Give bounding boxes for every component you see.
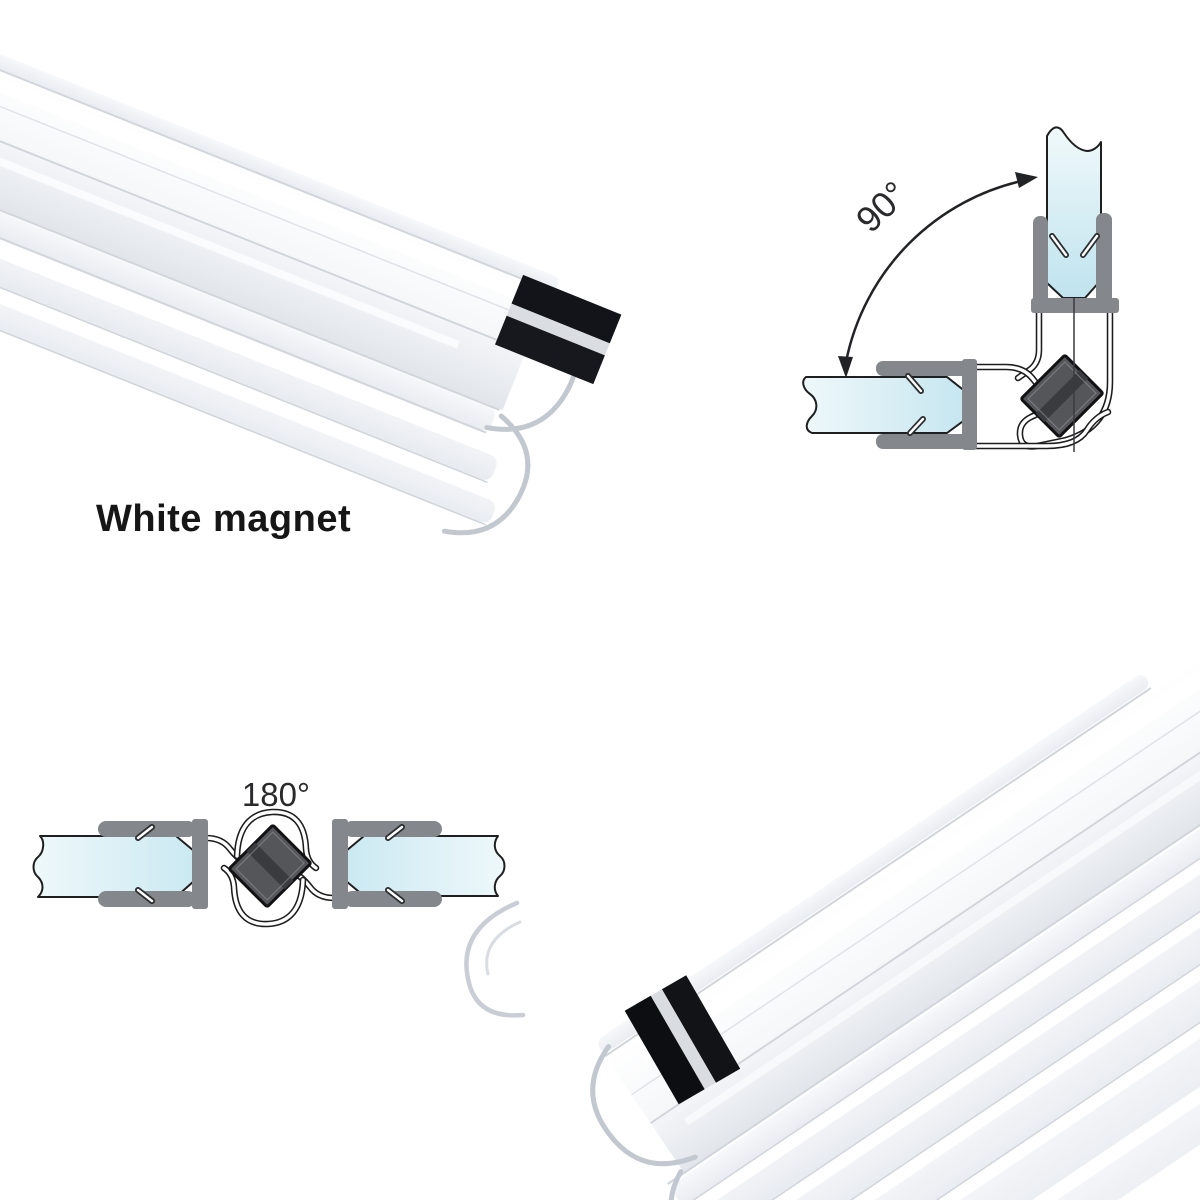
caption-white-magnet: White magnet — [96, 498, 352, 540]
magnet-band — [494, 315, 605, 385]
seal-loops — [971, 306, 1114, 450]
glass-panel-horizontal — [802, 376, 967, 434]
strip-edge-line — [682, 786, 1200, 1200]
magnet-stripe — [650, 989, 716, 1090]
photo-seal-strip-bottom-right — [464, 610, 1200, 1200]
magnet-band — [624, 995, 705, 1105]
strip-gloss-highlight — [0, 118, 461, 349]
seal-channel-vertical — [1031, 213, 1119, 313]
magnet-diamond — [1020, 354, 1104, 438]
seal-channel-horizontal — [876, 359, 977, 450]
strip-lower-fin — [669, 763, 1200, 1200]
strip-end-profile-curve — [668, 1169, 695, 1200]
strip-lower-fin — [677, 799, 1200, 1200]
strip-edge-line — [690, 823, 1200, 1200]
strip-edge-line — [0, 34, 554, 293]
channel-grip-notches — [905, 373, 926, 436]
strip-mid-face — [651, 676, 1200, 1173]
strip-edge-line — [0, 179, 487, 434]
channel-grip-notches — [1049, 233, 1100, 258]
magnet-strip-black — [624, 975, 741, 1105]
strip-top-fin — [0, 24, 559, 290]
strip-gloss-highlight — [0, 49, 525, 301]
arrowhead-right-icon — [1015, 172, 1038, 188]
strip-edge-line — [604, 687, 1152, 1057]
strip-edge-line — [0, 66, 515, 314]
magnet-band — [661, 975, 741, 1083]
strip-curled-fin — [464, 900, 526, 1018]
strip-edge-line — [0, 155, 500, 411]
strip-fin — [672, 731, 1200, 1200]
strip-gloss-highlight — [683, 727, 1200, 1126]
magnet-stripe — [506, 303, 610, 356]
arrowhead-down-icon — [838, 356, 853, 378]
strip-edge-line — [0, 96, 528, 353]
rotation-arc — [844, 178, 1027, 363]
strip-lower-fin — [0, 201, 497, 480]
strip-top-fin — [598, 675, 1149, 1052]
strip-lower-fin — [0, 240, 496, 523]
glass-panel-vertical — [1046, 126, 1102, 299]
photo-seal-strip-top-left — [0, 24, 622, 536]
magnet-diamond — [228, 824, 312, 908]
strip-edge-line — [682, 750, 1200, 1200]
strip-edge-line — [666, 725, 1200, 1185]
strip-edge-line — [0, 259, 487, 526]
channel-grip-notches — [385, 824, 405, 904]
strip-edge-line — [650, 676, 1200, 1125]
strip-end-profile-curve — [590, 1044, 698, 1167]
strip-lower-fin — [754, 876, 1200, 1200]
diagram-90 — [802, 126, 1119, 452]
seal-channel-right — [332, 819, 442, 909]
strip-lower-fin — [710, 836, 1200, 1200]
strip-top-face — [606, 610, 1200, 1123]
strip-gloss-highlight — [636, 635, 1200, 1063]
channel-grip-notches — [135, 824, 155, 904]
magnet-band — [511, 274, 622, 344]
diagram-180 — [32, 808, 506, 928]
angle-label-180: 180° — [241, 776, 311, 813]
strip-edge-line — [0, 222, 488, 484]
strip-edge-line — [631, 658, 1200, 1096]
strip-lower-fin — [793, 921, 1200, 1200]
strip-curled-fin — [485, 920, 522, 976]
strip-edge-line — [725, 862, 1200, 1200]
strip-fin — [0, 159, 495, 430]
strip-end-profile-curve — [441, 413, 531, 536]
magnet-strip-black — [494, 274, 622, 385]
glass-panel-right — [345, 835, 506, 897]
glass-panel-left — [32, 835, 195, 898]
